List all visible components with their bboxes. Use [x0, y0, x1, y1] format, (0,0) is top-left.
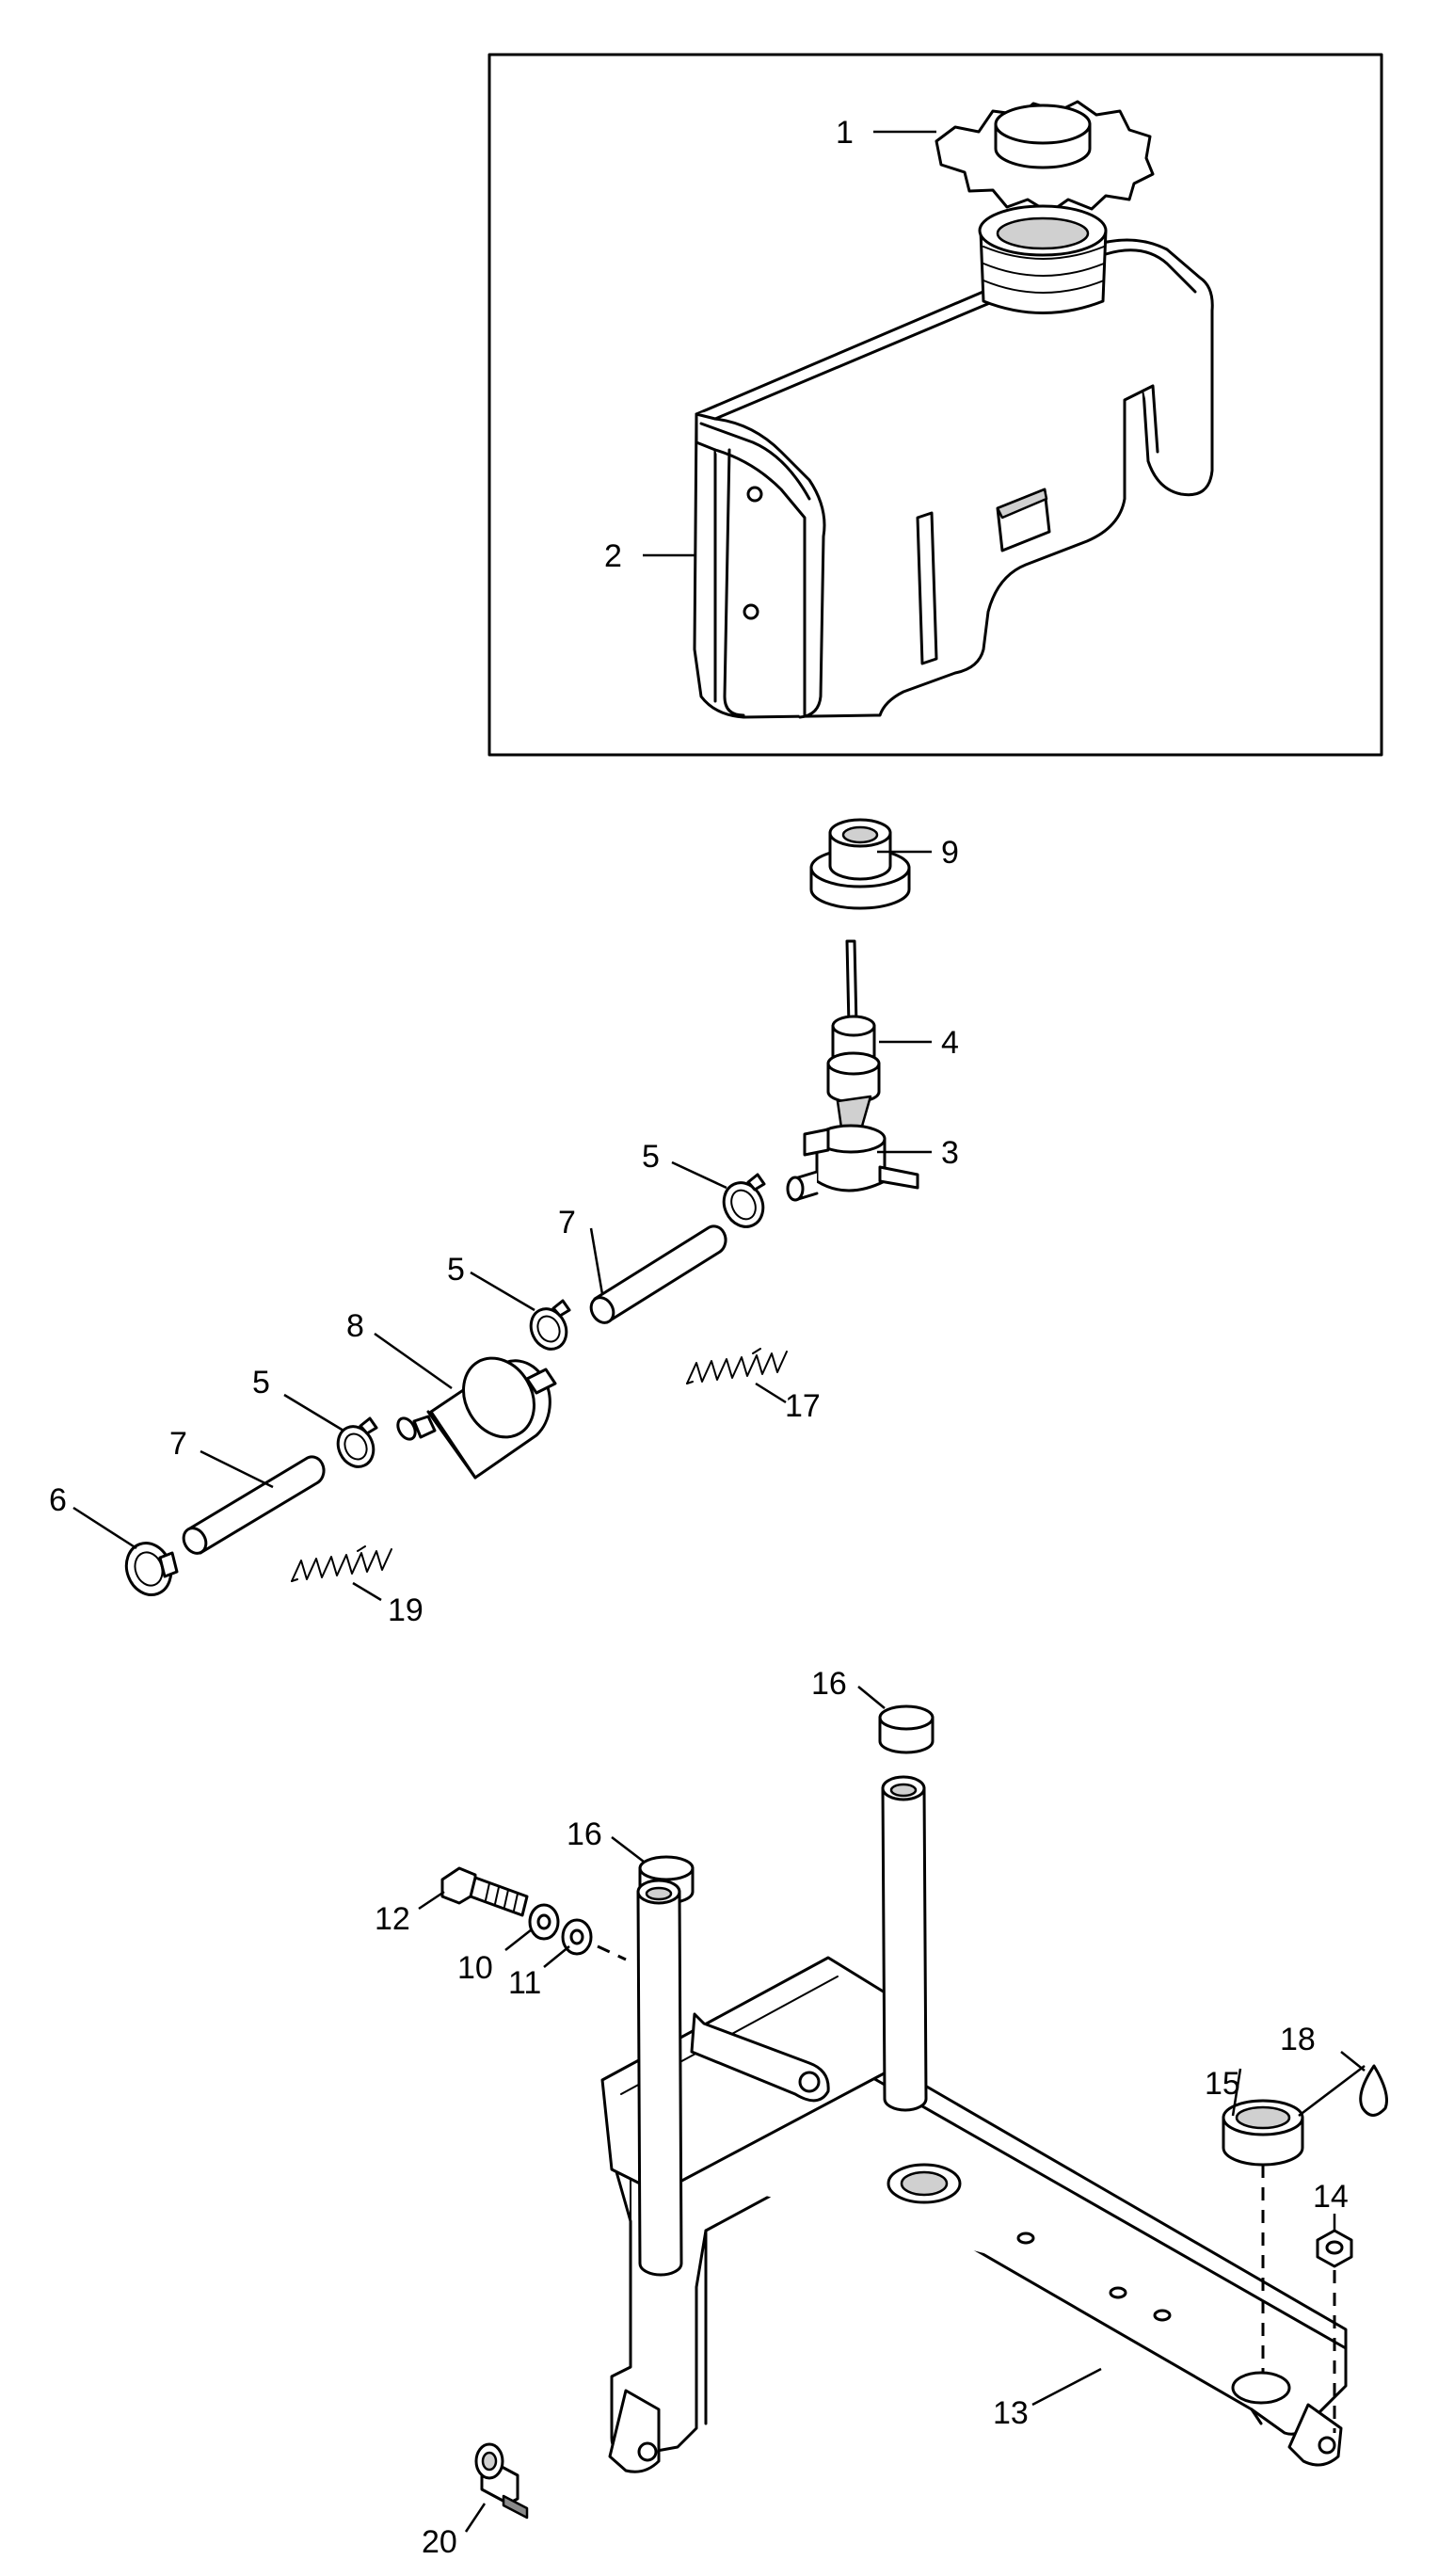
- callout-9: 9: [941, 835, 959, 871]
- callout-7-upper: 7: [558, 1205, 576, 1240]
- callout-7-lower: 7: [169, 1426, 187, 1462]
- callout-16-lower: 16: [567, 1816, 602, 1852]
- callout-17: 17: [785, 1388, 821, 1424]
- fuel-hose-lower: [182, 1455, 326, 1555]
- callout-labels: 1 2 9 4 3 5 7 5 8 17 5 7 6 19 16 16 12 1…: [49, 115, 1349, 2560]
- fuel-shutoff-valve: [786, 1124, 919, 1202]
- callout-5-lower: 5: [252, 1365, 270, 1400]
- fuel-pickup: [826, 939, 881, 1136]
- hose-clamp-lower: [336, 1416, 378, 1468]
- plug-16-upper: [878, 1704, 935, 1754]
- callout-2: 2: [604, 538, 622, 574]
- tank-inset-box: [487, 53, 1383, 757]
- callout-18: 18: [1280, 2022, 1316, 2057]
- callout-8: 8: [346, 1308, 364, 1344]
- tank-bracket-frame: [600, 1775, 1348, 2473]
- spring-17: [686, 1348, 788, 1384]
- hose-clamp-upper: [722, 1173, 766, 1228]
- callout-15: 15: [1205, 2066, 1240, 2102]
- bolt-12: [440, 1866, 529, 1917]
- callout-5-middle: 5: [447, 1252, 465, 1288]
- callout-20: 20: [422, 2524, 457, 2560]
- fuel-tank: [693, 204, 1214, 719]
- callout-14: 14: [1313, 2179, 1349, 2215]
- bolt-axis-line: [597, 1944, 627, 1961]
- grommet-15: [1222, 2099, 1304, 2167]
- nut-14: [1316, 2229, 1353, 2268]
- washer-11: [561, 1918, 593, 1956]
- fuel-hose-upper: [589, 1224, 727, 1324]
- inset-frame: [487, 53, 1383, 757]
- callout-1: 1: [836, 115, 854, 151]
- callout-4: 4: [941, 1025, 959, 1061]
- callout-12: 12: [375, 1901, 410, 1937]
- hose-clamp-middle: [529, 1299, 571, 1351]
- fuel-filter: [396, 1356, 557, 1480]
- callout-13: 13: [993, 2395, 1029, 2431]
- callout-5-upper: 5: [642, 1139, 660, 1175]
- hose-clamp-6: [124, 1542, 179, 1596]
- callout-19: 19: [388, 1592, 423, 1628]
- fuel-cap: [935, 100, 1155, 215]
- tank-grommet: [809, 818, 911, 910]
- callout-6: 6: [49, 1482, 67, 1518]
- callout-11: 11: [508, 1965, 541, 2001]
- callout-16-upper: 16: [811, 1666, 847, 1702]
- spring-19: [291, 1545, 392, 1582]
- cable-clip-20: [474, 2442, 529, 2520]
- lubricant-drop-icon: [1359, 2064, 1388, 2117]
- leader-lines: [72, 130, 1366, 2533]
- callout-3: 3: [941, 1135, 959, 1171]
- callout-10: 10: [457, 1950, 493, 1986]
- washer-10: [528, 1903, 560, 1941]
